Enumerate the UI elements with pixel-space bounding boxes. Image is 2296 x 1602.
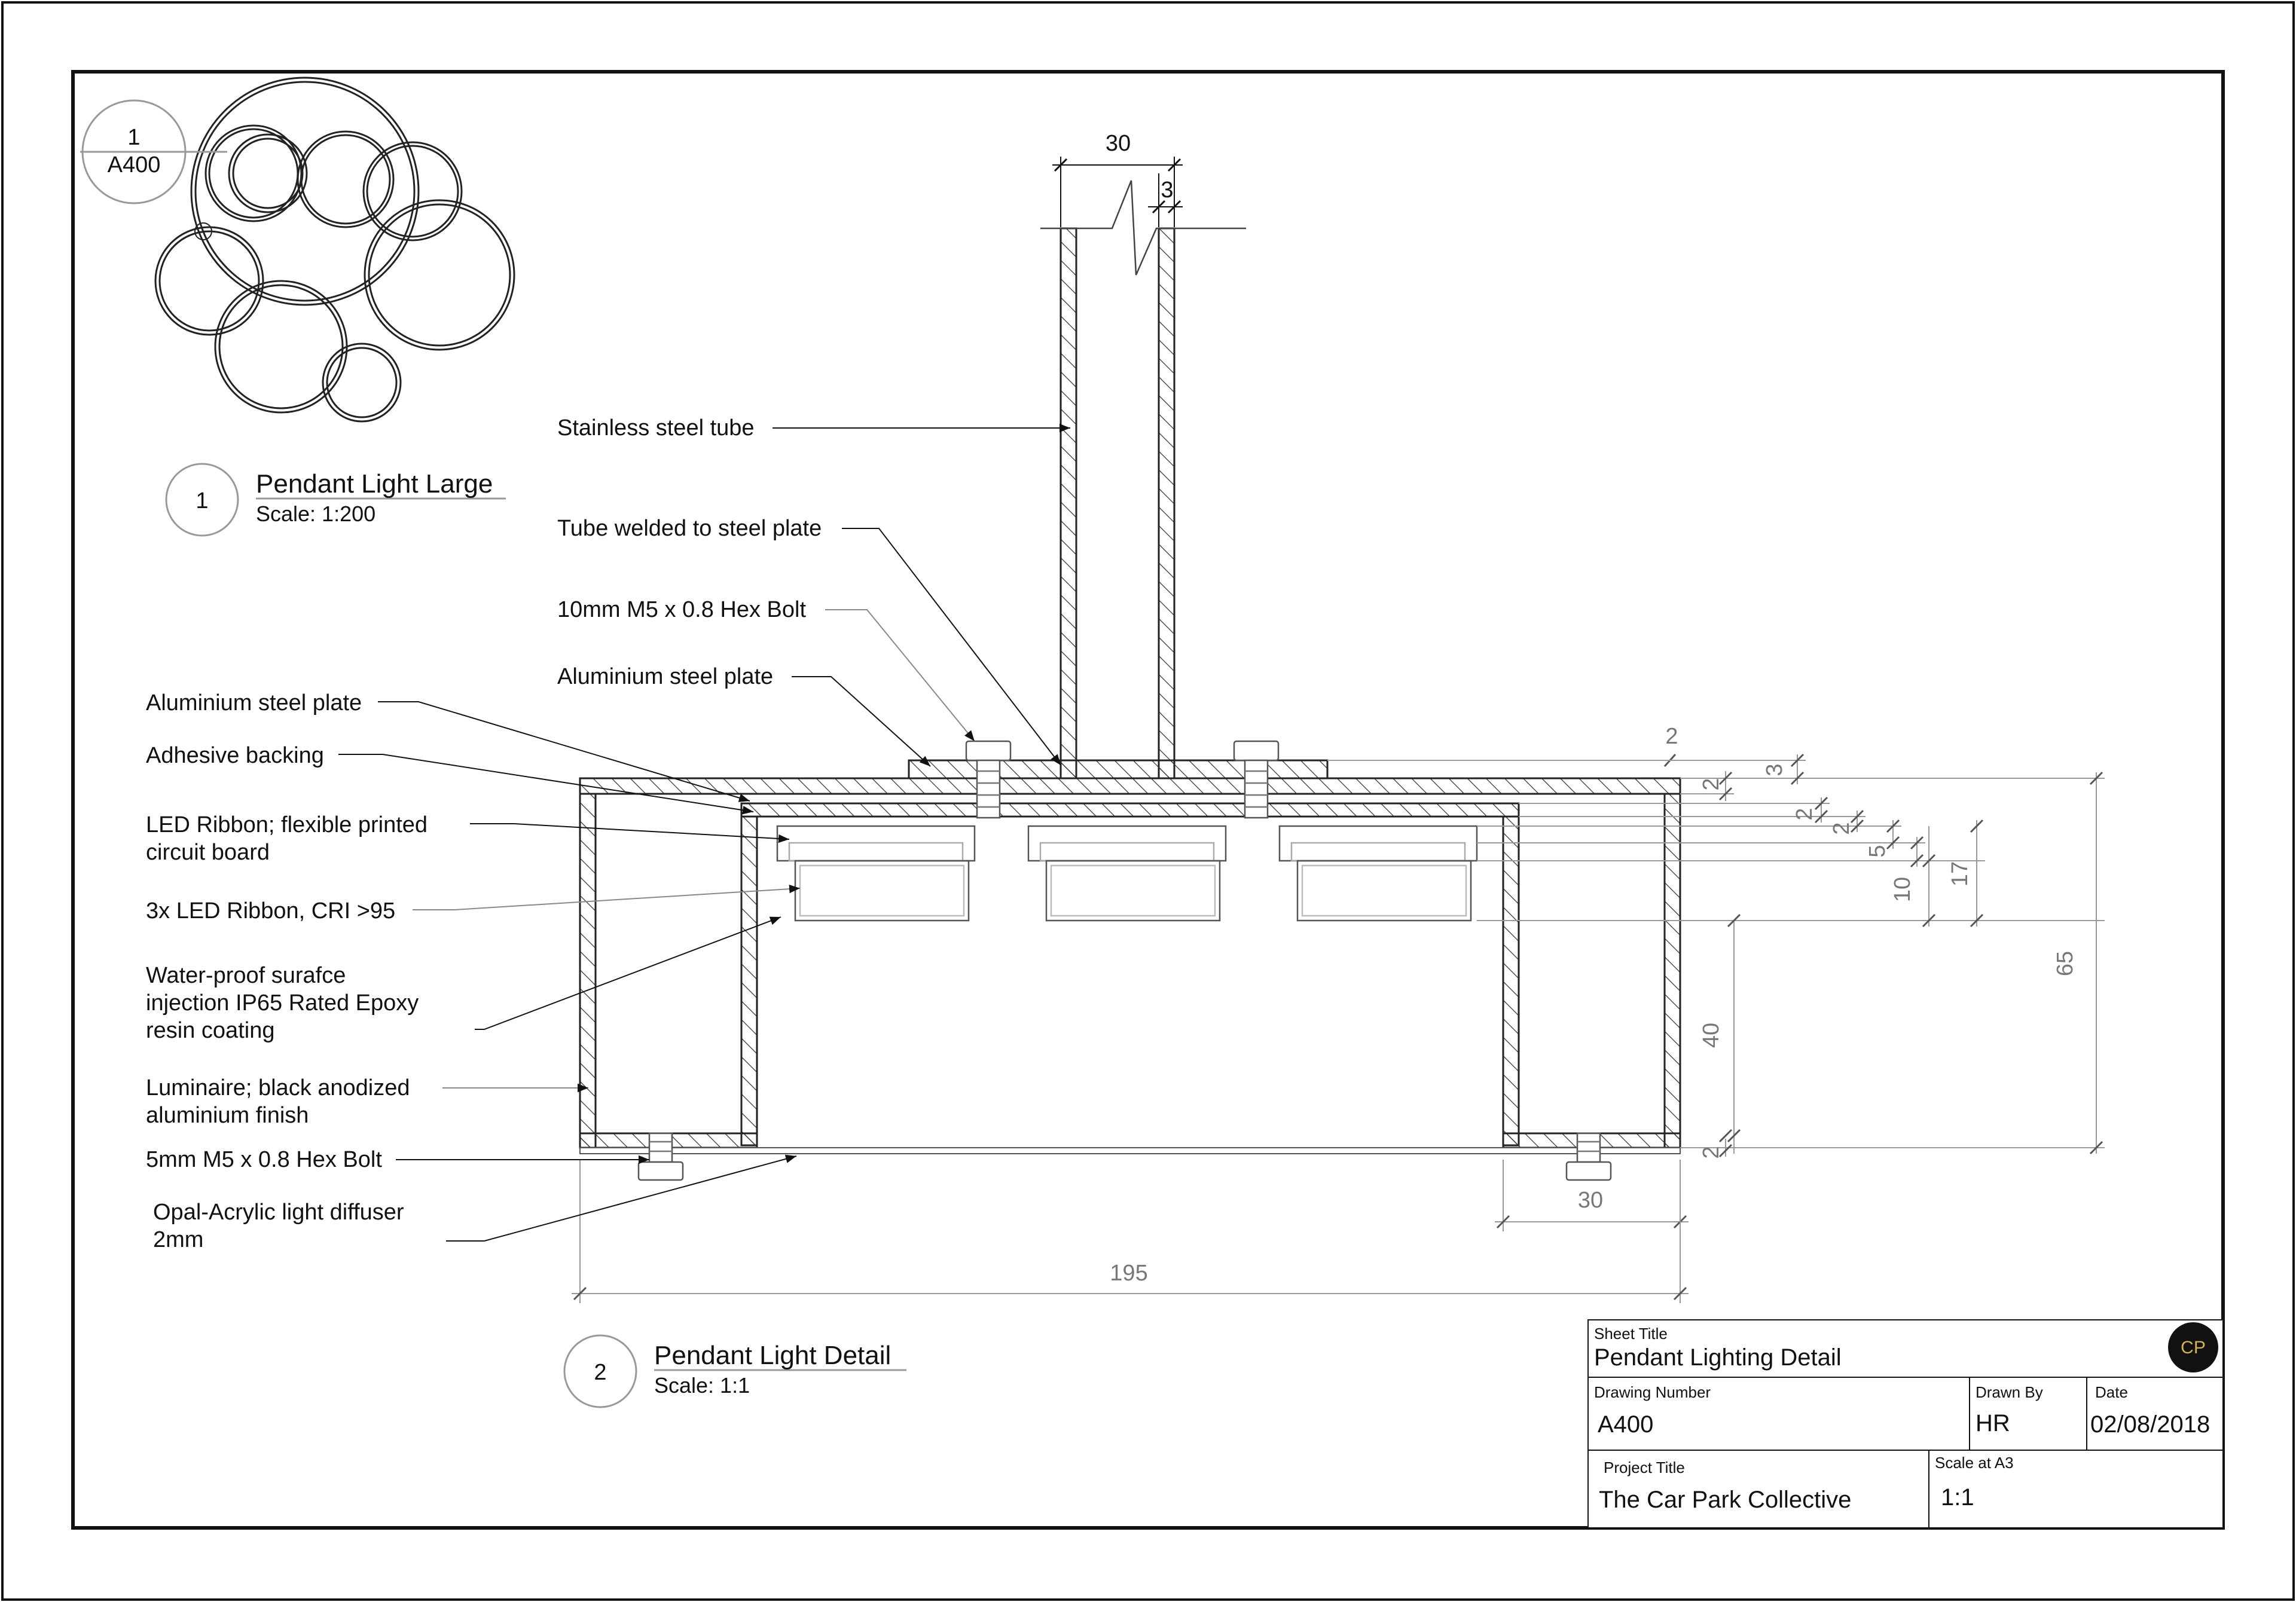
channel-right xyxy=(1502,815,1520,1147)
annotations: Stainless steel tube Tube welded to stee… xyxy=(146,415,822,1252)
date-label: Date xyxy=(2095,1383,2128,1401)
drawing-number: A400 xyxy=(1598,1411,1653,1438)
channel-top xyxy=(740,802,1520,818)
dim-tube-wall: 3 xyxy=(1161,178,1173,203)
dimension-lines xyxy=(572,157,2105,1303)
dim-top-2: 2 xyxy=(1665,724,1678,749)
pendant-section xyxy=(579,180,1681,1181)
title-block: Sheet Title Pendant Lighting Detail CP D… xyxy=(1587,1319,2224,1528)
logo-icon: CP xyxy=(2168,1322,2218,1372)
pendant-rings-plan xyxy=(154,77,515,423)
view1-title: Pendant Light Large xyxy=(256,469,493,499)
view2-title: Pendant Light Detail xyxy=(654,1341,891,1370)
label-hex-bolt-10: 10mm M5 x 0.8 Hex Bolt xyxy=(557,597,806,622)
view1-title-block: 1 Pendant Light Large Scale: 1:200 xyxy=(165,463,506,537)
dim-2c: 2 xyxy=(1829,822,1854,834)
drawing-frame xyxy=(71,70,2225,1530)
dim-10: 10 xyxy=(1890,877,1915,902)
dim-overall-195: 195 xyxy=(1110,1261,1147,1286)
label-alu-plate-top: Aluminium steel plate xyxy=(557,664,773,689)
label-epoxy-1: Water-proof surafce xyxy=(146,963,346,988)
light-diffuser xyxy=(579,1147,1681,1154)
sheet-title-label: Sheet Title xyxy=(1594,1325,1668,1343)
dimension-text: 30 3 2 3 2 2 2 5 10 17 65 40 2 30 195 xyxy=(1106,131,2078,1286)
label-stainless-tube: Stainless steel tube xyxy=(557,415,755,441)
svg-text:CP: CP xyxy=(2181,1338,2206,1358)
sheet-title: Pendant Lighting Detail xyxy=(1594,1344,1842,1371)
label-luminaire-1: Luminaire; black anodized xyxy=(146,1075,410,1100)
label-alu-plate-left: Aluminium steel plate xyxy=(146,690,362,716)
leader-lines xyxy=(338,423,1070,1242)
scale-value: 1:1 xyxy=(1941,1484,1974,1511)
label-tube-welded: Tube welded to steel plate xyxy=(557,516,822,541)
view2-bubble-number: 2 xyxy=(594,1360,606,1385)
label-epoxy-2: injection IP65 Rated Epoxy xyxy=(146,990,419,1016)
scale-label: Scale at A3 xyxy=(1935,1454,2014,1472)
view2-scale: Scale: 1:1 xyxy=(654,1373,750,1398)
housing-left-outer xyxy=(579,793,597,1149)
drawn-by: HR xyxy=(1976,1410,2010,1436)
dim-plate-3: 3 xyxy=(1762,763,1787,776)
label-adhesive: Adhesive backing xyxy=(146,743,324,768)
view2-title-block: 2 Pendant Light Detail Scale: 1:1 xyxy=(563,1334,906,1408)
dim-2-bottom: 2 xyxy=(1699,1146,1724,1158)
dim-65: 65 xyxy=(2053,951,2078,976)
project-title: The Car Park Collective xyxy=(1599,1487,1851,1513)
tube-right-wall xyxy=(1158,227,1176,779)
dim-2b: 2 xyxy=(1792,808,1817,820)
led-ribbons xyxy=(776,825,1478,922)
channel-left xyxy=(740,815,758,1147)
dim-40: 40 xyxy=(1699,1023,1724,1048)
tube-left-wall xyxy=(1060,227,1077,779)
dim-foot-30: 30 xyxy=(1578,1188,1603,1213)
label-diffuser-1: Opal-Acrylic light diffuser xyxy=(153,1200,404,1225)
dim-5: 5 xyxy=(1865,845,1890,857)
top-hex-bolts xyxy=(965,740,1280,819)
label-diffuser-2: 2mm xyxy=(153,1227,203,1252)
project-title-label: Project Title xyxy=(1604,1459,1685,1476)
bottom-hex-bolts xyxy=(637,1132,1612,1181)
housing-top-plate xyxy=(579,777,1681,795)
label-epoxy-3: resin coating xyxy=(146,1018,274,1043)
label-hex-bolt-5: 5mm M5 x 0.8 Hex Bolt xyxy=(146,1147,382,1172)
date-value: 02/08/2018 xyxy=(2090,1411,2210,1438)
dim-17: 17 xyxy=(1947,861,1973,886)
drawing-number-label: Drawing Number xyxy=(1594,1383,1711,1401)
label-led-cri: 3x LED Ribbon, CRI >95 xyxy=(146,898,395,924)
view1-scale: Scale: 1:200 xyxy=(256,502,375,526)
view1-bubble-number: 1 xyxy=(196,488,208,513)
view1-callout-bottom: A400 xyxy=(108,152,161,178)
dim-tube-width: 30 xyxy=(1106,131,1131,156)
label-luminaire-2: aluminium finish xyxy=(146,1103,309,1128)
view1-callout-top: 1 xyxy=(127,125,140,150)
drawn-by-label: Drawn By xyxy=(1976,1383,2043,1401)
label-led-ribbon-1: LED Ribbon; flexible printed xyxy=(146,812,428,837)
label-led-ribbon-2: circuit board xyxy=(146,840,270,865)
view1-callout: 1 A400 xyxy=(80,99,227,204)
dim-plate-2a: 2 xyxy=(1699,778,1724,790)
housing-right-outer xyxy=(1663,793,1681,1149)
